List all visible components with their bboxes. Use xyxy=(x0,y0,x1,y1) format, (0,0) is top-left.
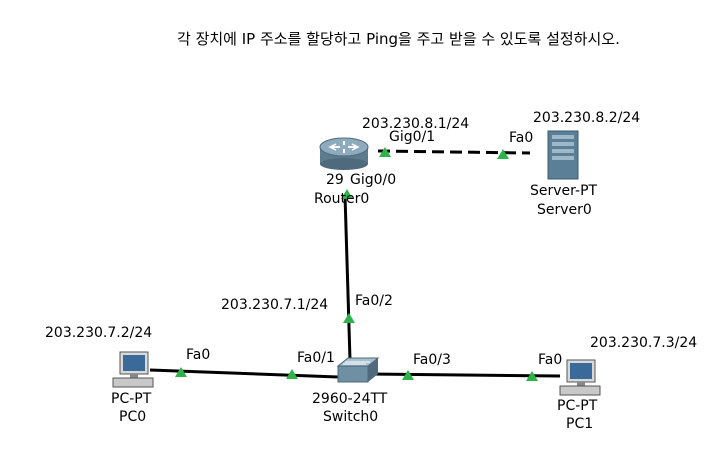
pc0-name-label: PC0 xyxy=(119,409,146,425)
pc1-model-label: PC-PT xyxy=(557,398,598,414)
router-gig00-port-label: Gig0/0 xyxy=(350,172,396,188)
pc0-ip-label: 203.230.7.2/24 xyxy=(45,325,152,341)
pc0-port-label: Fa0 xyxy=(186,347,210,363)
pc0-icon[interactable] xyxy=(112,351,154,388)
router-gig01-port-label: Gig0/1 xyxy=(389,129,435,145)
pc1-name-label: PC1 xyxy=(566,416,593,432)
switch-fa03-port-label: Fa0/3 xyxy=(413,352,451,368)
server-model-label: Server-PT xyxy=(530,183,598,199)
link-router-server xyxy=(377,149,531,155)
link-router-switch xyxy=(343,194,352,361)
server-name-label: Server0 xyxy=(537,202,592,218)
router-icon[interactable] xyxy=(319,137,369,170)
port-up-indicator-server-fa0 xyxy=(497,149,509,159)
pc1-port-label: Fa0 xyxy=(538,352,562,368)
port-up-indicator-pc0-fa0 xyxy=(175,367,187,377)
router-name-label: Router0 xyxy=(314,191,369,207)
port-up-indicator-switch-fa02 xyxy=(343,313,355,323)
router-gig01-ip-label: 203.230.8.1/24 xyxy=(362,116,469,132)
port-up-indicator-pc1-fa0 xyxy=(526,371,538,381)
server-icon[interactable] xyxy=(547,130,579,180)
port-up-indicator-gig01 xyxy=(379,147,391,157)
port-up-indicator-switch-fa03 xyxy=(402,370,414,380)
port-up-indicator-gig00 xyxy=(341,189,353,199)
switch-fa01-port-label: Fa0/1 xyxy=(297,350,335,366)
pc0-model-label: PC-PT xyxy=(111,391,152,407)
pc1-ip-label: 203.230.7.3/24 xyxy=(590,335,697,351)
router-model-label: 29 xyxy=(326,172,344,188)
server-ip-label: 203.230.8.2/24 xyxy=(533,110,640,126)
port-up-indicator-switch-fa01 xyxy=(286,369,298,379)
router-gig00-ip-label: 203.230.7.1/24 xyxy=(221,297,328,313)
switch-name-label: Switch0 xyxy=(323,409,378,425)
switch-fa02-port-label: Fa0/2 xyxy=(355,293,393,309)
server-port-label: Fa0 xyxy=(509,130,533,146)
instruction-text: 각 장치에 IP 주소를 할당하고 Ping을 주고 받을 수 있도록 설정하시… xyxy=(177,30,620,48)
link-switch-pc1 xyxy=(371,372,561,378)
switch-icon[interactable] xyxy=(336,357,380,383)
switch-model-label: 2960-24TT xyxy=(312,391,388,407)
pc1-icon[interactable] xyxy=(559,359,601,396)
